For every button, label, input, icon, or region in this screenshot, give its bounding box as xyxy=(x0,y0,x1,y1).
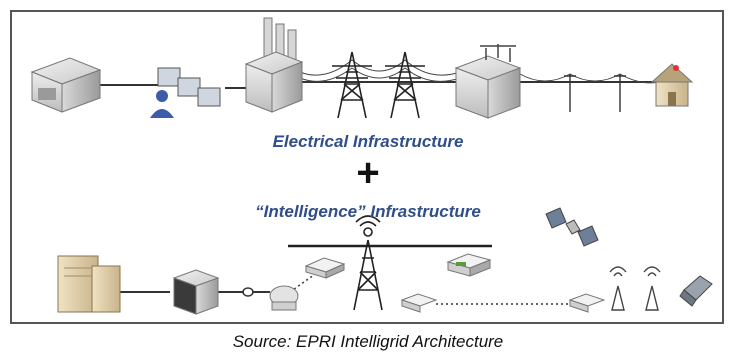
wireless-antenna-icon xyxy=(609,266,627,311)
cable-connector-icon xyxy=(242,287,254,297)
router-icon xyxy=(304,257,346,279)
intelligence-infrastructure-row xyxy=(57,207,713,315)
electrical-infrastructure-row xyxy=(30,17,694,119)
wireless-antenna-icon xyxy=(643,266,661,311)
server-cabinet-icon xyxy=(57,255,121,313)
modem-icon xyxy=(568,293,606,313)
house-icon xyxy=(650,63,694,107)
electrical-infrastructure-label: Electrical Infrastructure xyxy=(272,132,464,151)
power-line xyxy=(96,81,660,89)
source-caption: Source: EPRI Intelligrid Architecture xyxy=(232,332,504,351)
dotted-link xyxy=(289,271,572,305)
communication-tower-icon xyxy=(353,215,383,311)
operator-workstation-icon xyxy=(150,67,221,118)
router-icon xyxy=(446,253,492,277)
intelligence-infrastructure-label: “Intelligence” Infrastructure xyxy=(255,202,481,221)
modem-icon xyxy=(400,293,438,313)
network-rack-icon xyxy=(172,269,220,315)
satellite-icon xyxy=(545,207,599,247)
satellite-dish-icon xyxy=(269,285,299,311)
control-center-building-icon xyxy=(30,57,102,113)
mobile-phone-icon xyxy=(679,275,713,307)
transmission-tower-icon xyxy=(332,51,372,119)
transmission-wires xyxy=(299,59,461,82)
distribution-wires xyxy=(519,73,666,84)
plus-sign: + xyxy=(356,151,380,195)
transmission-tower-icon xyxy=(385,51,425,119)
distribution-pole-icon xyxy=(564,74,626,112)
substation-icon xyxy=(454,44,522,119)
power-plant-icon xyxy=(244,17,304,113)
